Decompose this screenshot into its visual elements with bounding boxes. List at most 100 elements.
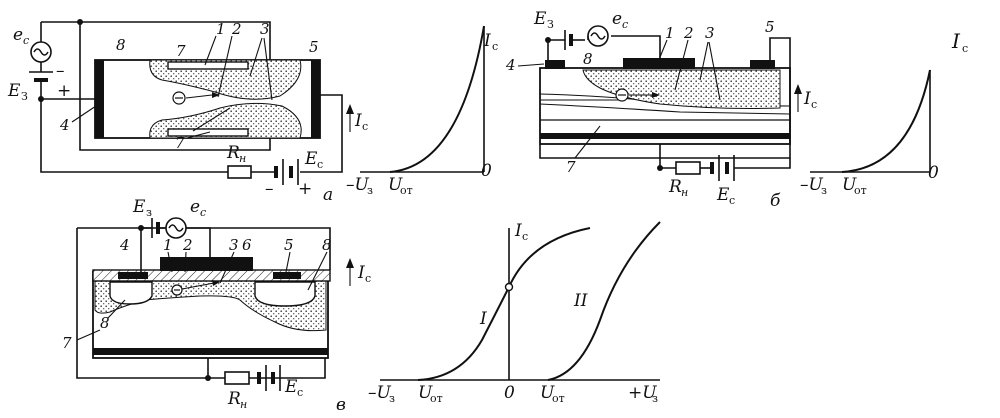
figure-c-load-label: R: [227, 389, 241, 409]
graph-b-origin: 0: [928, 163, 939, 183]
figure-a-minus-2: –: [265, 179, 274, 199]
figure-b-source-e: e: [612, 9, 622, 29]
svg-text:с: с: [297, 386, 303, 399]
graph-c-intercept-point: [504, 282, 514, 292]
svg-text:от: от: [552, 392, 565, 405]
graph-b-x-neg: –U: [800, 175, 824, 195]
figure-c-gate-electrode: [160, 257, 253, 271]
figure-b-supply-battery-icon: [710, 155, 735, 181]
figure-b-part-4: 4: [505, 56, 516, 74]
figure-b-supply-label: E: [716, 185, 730, 205]
svg-text:н: н: [239, 152, 246, 165]
figure-b-load-label: R: [668, 177, 682, 197]
graph-b-x-cut: U: [842, 175, 857, 195]
figure-a-load-label: R: [226, 143, 240, 163]
figure-c-drain-region: [254, 281, 316, 307]
graph-c: I с I II –U з U от 0 U от +U з: [368, 221, 661, 405]
figure-b-part-2: 2: [683, 24, 694, 42]
figure-b-bottom-gate: [540, 133, 790, 139]
figure-c-part-label: в: [336, 395, 346, 415]
figure-a-plus-2: +: [298, 179, 312, 199]
graph-c-curve-i: [417, 227, 591, 381]
figure-c-part-1: 1: [163, 236, 173, 254]
figure-a-part-4: 4: [59, 116, 70, 134]
graph-c-x-pos: +U: [628, 383, 657, 403]
svg-text:н: н: [681, 186, 688, 199]
figure-a-minus: –: [56, 61, 65, 81]
figure-c-part-7: 7: [62, 334, 72, 352]
svg-text:с: с: [522, 230, 528, 243]
figure-c-current-label: I: [357, 263, 365, 283]
figure-a-supply-label: E: [304, 149, 318, 169]
svg-text:с: с: [365, 272, 371, 285]
svg-text:с: с: [317, 158, 323, 171]
figure-a-part-3: 3: [260, 20, 270, 38]
graph-c-origin: 0: [504, 383, 515, 403]
figure-a-gate-top: [167, 61, 249, 70]
figure-b-part-1: 1: [665, 24, 675, 42]
figure-a-part-2: 2: [231, 20, 242, 38]
svg-text:с: с: [23, 34, 29, 47]
svg-text:З: З: [547, 18, 554, 31]
graph-c-x-cut1: U: [418, 383, 433, 403]
graph-c-x-cut2: U: [540, 383, 555, 403]
graph-a-transfer-curve: [389, 25, 485, 173]
svg-text:с: с: [200, 206, 206, 219]
figure-c-part-8-left: 8: [100, 314, 110, 332]
graph-a-x-cut: U: [388, 175, 403, 195]
svg-text:от: от: [400, 184, 413, 197]
svg-text:З: З: [21, 90, 28, 103]
graph-c-curve-ii-label: II: [573, 291, 588, 311]
figure-c-part-6: 6: [242, 236, 252, 254]
figure-c-bias-e: E: [132, 197, 146, 217]
figure-b-part-8: 8: [583, 50, 593, 68]
figure-b-current-arrow-icon: [794, 84, 802, 94]
svg-text:з: з: [367, 184, 373, 197]
figure-a-source-e: e: [13, 25, 23, 45]
figure-a-source-electrode: [95, 60, 104, 138]
figure-c-part-3: 3: [229, 236, 239, 254]
svg-text:з: з: [652, 392, 658, 405]
figure-a-part-7-bottom: 7: [175, 134, 185, 152]
figure-c-current-arrow-icon: [346, 258, 354, 268]
figure-b-depletion: [582, 69, 781, 109]
figure-a-part-label: а: [323, 185, 333, 205]
graph-a-y-label: I: [483, 31, 491, 51]
svg-text:с: с: [362, 120, 368, 133]
graph-b-y-label: I: [951, 29, 961, 53]
svg-text:с: с: [962, 42, 968, 55]
svg-text:с: с: [729, 194, 735, 207]
figure-c-supply-battery-icon: [257, 365, 281, 391]
graph-c-curve-ii: [547, 221, 661, 381]
figure-b-part-3: 3: [705, 24, 715, 42]
figure-c-supply-label: E: [284, 377, 298, 397]
figure-a-bias-e: E: [7, 81, 21, 101]
figure-a-supply-battery-icon: [274, 159, 299, 185]
figure-c-device: E з e с R н E с I с в 1 2 3 4 5 6 7 8 8: [62, 197, 371, 415]
figure-a-load-resistor: [227, 165, 252, 179]
figure-b-part-5: 5: [765, 18, 775, 36]
graph-c-y-label: I: [514, 221, 522, 241]
figure-a-drain-electrode: [311, 60, 320, 138]
figure-b-part-7: 7: [566, 158, 576, 176]
figure-b-load-resistor: [675, 161, 701, 175]
figure-a-gate-wire-top: [41, 21, 271, 60]
figure-b-current-label: I: [803, 89, 811, 109]
figure-a-part-8: 8: [116, 36, 126, 54]
graph-a-x-neg: –U: [346, 175, 370, 195]
figure-a-depletion-top: [149, 59, 302, 100]
figure-c-bottom-contact: [93, 348, 328, 355]
figure-c-part-8-right: 8: [322, 236, 332, 254]
figure-b-device: E З e с R н E с I с б 1 2 3 4 5 7 8: [505, 9, 817, 211]
figure-a-current-label: I: [354, 111, 362, 131]
svg-text:от: от: [430, 392, 443, 405]
figure-c-bias-battery-icon: [151, 218, 160, 238]
graph-b-transfer-curve: [841, 69, 931, 173]
figure-c-part-2: 2: [182, 236, 193, 254]
figure-a-part-7-top: 7: [176, 42, 186, 60]
svg-text:с: с: [622, 18, 628, 31]
figure-b-gate-electrode: [623, 58, 695, 69]
figure-a-plus: +: [57, 81, 71, 101]
graph-b: I с –U з U от 0: [800, 29, 968, 197]
